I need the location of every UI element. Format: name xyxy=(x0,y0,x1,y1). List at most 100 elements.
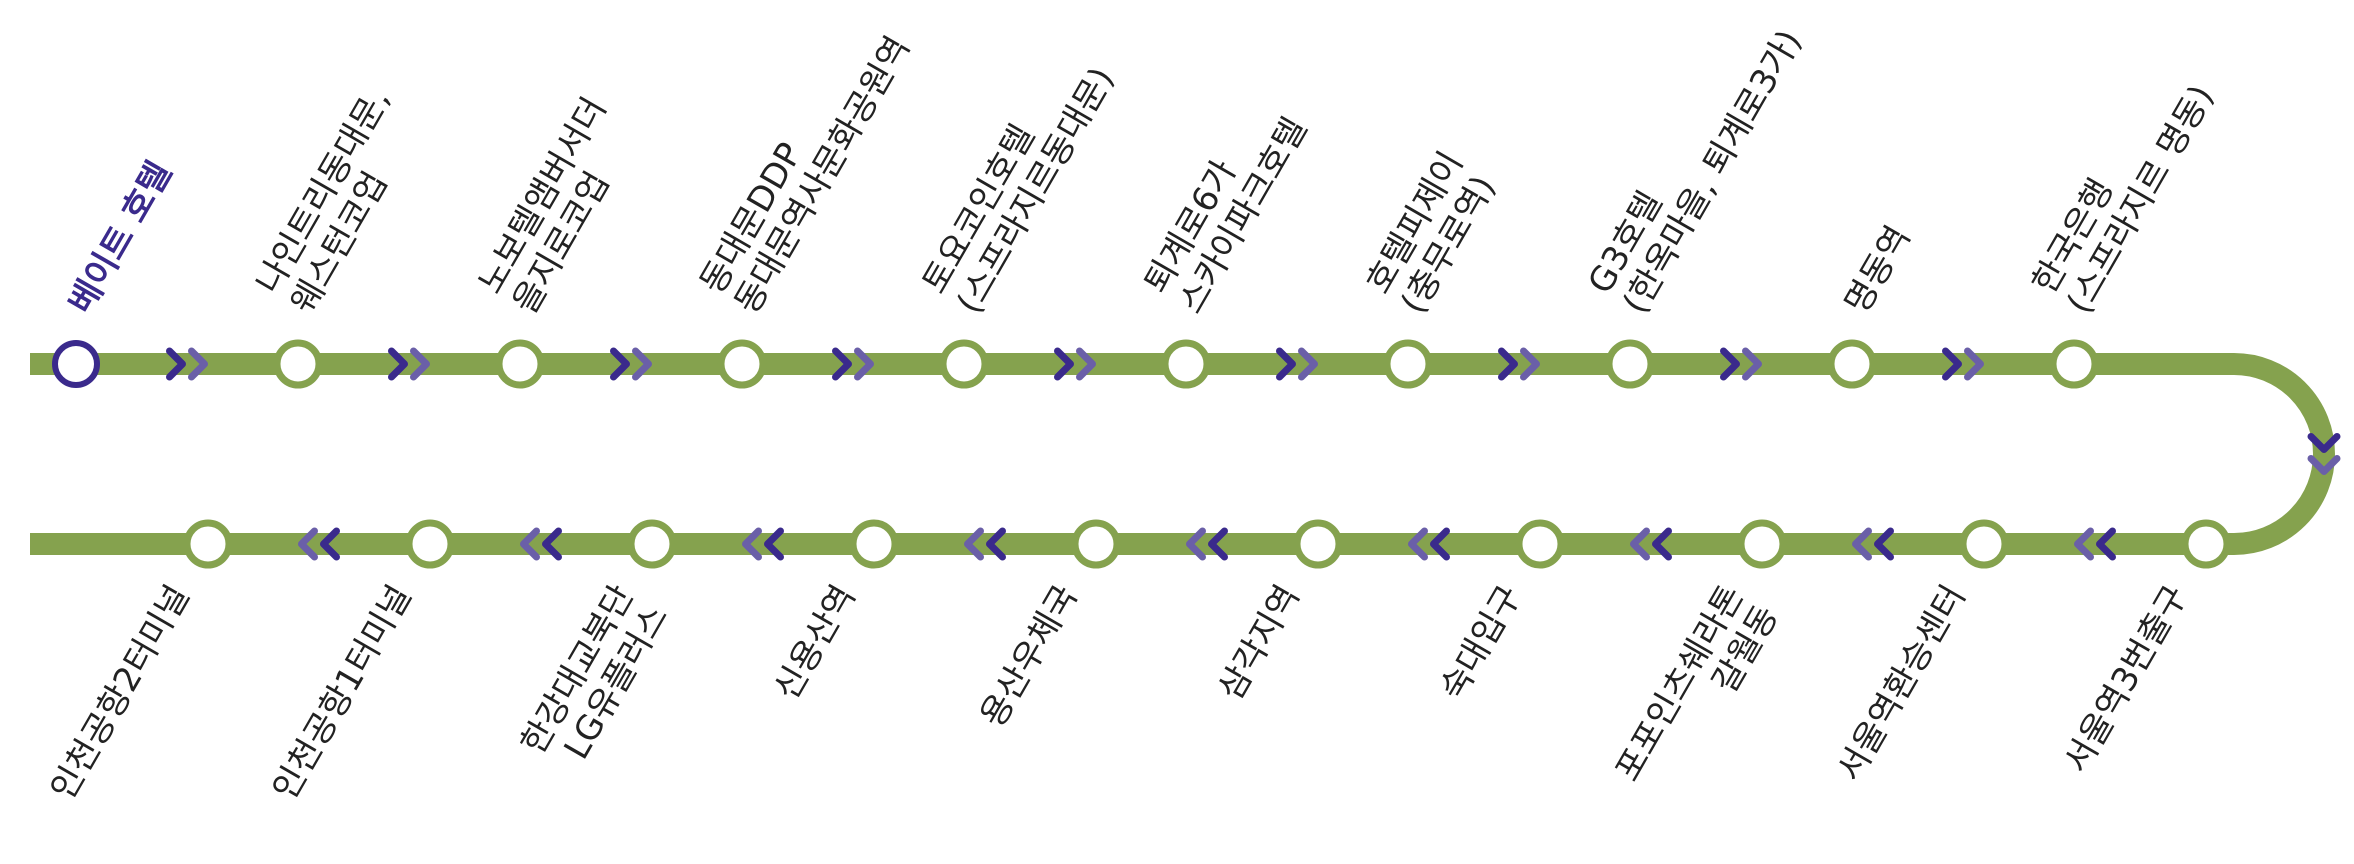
chevron-double-down-icon-chevron xyxy=(2307,455,2341,475)
stop-marker xyxy=(405,519,455,569)
chevron-double-left-icon-chevron xyxy=(320,527,340,561)
stop-label-line: 인천공항1터미널 xyxy=(265,579,420,807)
stop-label-line: 숙대입구 xyxy=(1433,579,1530,707)
stop-label: 용산우체국 xyxy=(973,579,1086,734)
chevron-double-right-icon-chevron xyxy=(1520,347,1540,381)
chevron-double-left-icon xyxy=(1186,527,1228,561)
stop-marker xyxy=(1515,519,1565,569)
chevron-double-left-icon-chevron xyxy=(1208,527,1228,561)
chevron-double-right-icon xyxy=(1720,347,1762,381)
chevron-double-down-icon-chevron xyxy=(2307,433,2341,453)
chevron-double-right-icon-chevron xyxy=(188,347,208,381)
chevron-double-right-icon-chevron xyxy=(166,347,186,381)
stop-label: 서울역환승센터 xyxy=(1830,579,1974,789)
stop-marker xyxy=(2181,519,2231,569)
chevron-double-right-icon xyxy=(166,347,208,381)
stop-marker xyxy=(939,339,989,389)
chevron-double-right-icon-chevron xyxy=(1942,347,1962,381)
chevron-double-right-icon-chevron xyxy=(1964,347,1984,381)
stop-marker xyxy=(717,339,767,389)
chevron-double-right-icon xyxy=(832,347,874,381)
stop-label: 한국은행(스프라지르 명동) xyxy=(2025,59,2222,321)
chevron-double-left-icon-chevron xyxy=(1874,527,1894,561)
chevron-double-left-icon-chevron xyxy=(1630,527,1650,561)
stop-label: 서울역3번출구 xyxy=(2056,579,2195,780)
chevron-double-right-icon-chevron xyxy=(1298,347,1318,381)
stop-marker xyxy=(495,339,545,389)
stop-label-line: (한옥마을, 퇴계로3가) xyxy=(1615,23,1810,320)
stop-label: 인천공항2터미널 xyxy=(43,579,198,807)
current-stop-label-line: 베이트 호텔 xyxy=(61,155,180,321)
chevron-double-right-icon xyxy=(610,347,652,381)
chevron-double-right-icon xyxy=(388,347,430,381)
stop-marker xyxy=(1161,339,1211,389)
stop-marker xyxy=(849,519,899,569)
chevron-double-right-icon-chevron xyxy=(388,347,408,381)
chevron-double-left-icon-chevron xyxy=(542,527,562,561)
stop-label-line: 용산우체국 xyxy=(973,579,1086,734)
stop-label-line: 삼각지역 xyxy=(1211,579,1308,707)
chevron-double-left-icon-chevron xyxy=(1652,527,1672,561)
stop-marker xyxy=(1383,339,1433,389)
stop-label-line: 서울역3번출구 xyxy=(2056,579,2195,780)
chevron-double-left-icon-chevron xyxy=(964,527,984,561)
stop-label-line: 서울역환승센터 xyxy=(1830,579,1974,789)
chevron-double-left-icon-chevron xyxy=(298,527,318,561)
current-stop-marker xyxy=(52,340,100,388)
stop-label: 동대문DDP동대문역사문화공원역 xyxy=(693,10,919,321)
stops xyxy=(52,339,2231,569)
stop-marker xyxy=(1293,519,1343,569)
chevron-double-left-icon xyxy=(742,527,784,561)
current-stop-label: 베이트 호텔 xyxy=(61,155,180,321)
chevron-double-right-icon-chevron xyxy=(854,347,874,381)
stop-marker xyxy=(1827,339,1877,389)
chevron-double-right-icon-chevron xyxy=(1054,347,1074,381)
chevron-double-left-icon-chevron xyxy=(764,527,784,561)
direction-arrows xyxy=(166,347,2341,561)
stop-label: 신용산역 xyxy=(767,579,864,707)
chevron-double-down-icon xyxy=(2307,433,2341,475)
stop-label: 토요코인호텔(스프라지르동대문) xyxy=(915,41,1123,321)
stop-marker xyxy=(1959,519,2009,569)
stop-label: 포포인츠쉐라톤갈월동 xyxy=(1608,579,1787,809)
stop-label: 퇴계로6가스카이파크호텔 xyxy=(1137,91,1316,321)
stop-label: 숙대입구 xyxy=(1433,579,1530,707)
chevron-double-right-icon-chevron xyxy=(1742,347,1762,381)
stop-label: 삼각지역 xyxy=(1211,579,1308,707)
chevron-double-right-icon-chevron xyxy=(1720,347,1740,381)
stop-marker xyxy=(183,519,233,569)
stop-marker xyxy=(1605,339,1655,389)
chevron-double-left-icon xyxy=(1408,527,1450,561)
route-line xyxy=(30,353,2335,555)
stop-label: 호텔피제이(충무로역) xyxy=(1359,145,1506,320)
stop-label-line: 명동역 xyxy=(1837,219,1919,320)
stop-marker xyxy=(2049,339,2099,389)
chevron-double-right-icon-chevron xyxy=(1498,347,1518,381)
stop-label-line: 인천공항2터미널 xyxy=(43,579,198,807)
chevron-double-left-icon-chevron xyxy=(2074,527,2094,561)
chevron-double-left-icon xyxy=(964,527,1006,561)
chevron-double-right-icon-chevron xyxy=(632,347,652,381)
chevron-double-left-icon xyxy=(1630,527,1672,561)
chevron-double-left-icon-chevron xyxy=(1186,527,1206,561)
chevron-double-left-icon xyxy=(1852,527,1894,561)
chevron-double-right-icon-chevron xyxy=(1076,347,1096,381)
chevron-double-left-icon xyxy=(520,527,562,561)
chevron-double-right-icon xyxy=(1498,347,1540,381)
stop-label: 노보텔앰버서더을지로코업 xyxy=(471,91,650,321)
chevron-double-right-icon-chevron xyxy=(410,347,430,381)
stop-label: 한강대교북단LG유플러스 xyxy=(513,579,676,782)
chevron-double-left-icon-chevron xyxy=(1852,527,1872,561)
stop-label: G3호텔(한옥마을, 퇴계로3가) xyxy=(1581,3,1810,320)
stop-label: 명동역 xyxy=(1837,219,1919,320)
chevron-double-left-icon-chevron xyxy=(1408,527,1428,561)
chevron-double-right-icon-chevron xyxy=(1276,347,1296,381)
chevron-double-right-icon xyxy=(1276,347,1318,381)
chevron-double-right-icon xyxy=(1054,347,1096,381)
chevron-double-left-icon xyxy=(2074,527,2116,561)
stop-marker xyxy=(627,519,677,569)
stop-label-line: 신용산역 xyxy=(767,579,864,707)
stop-label: 인천공항1터미널 xyxy=(265,579,420,807)
stop-marker xyxy=(1737,519,1787,569)
